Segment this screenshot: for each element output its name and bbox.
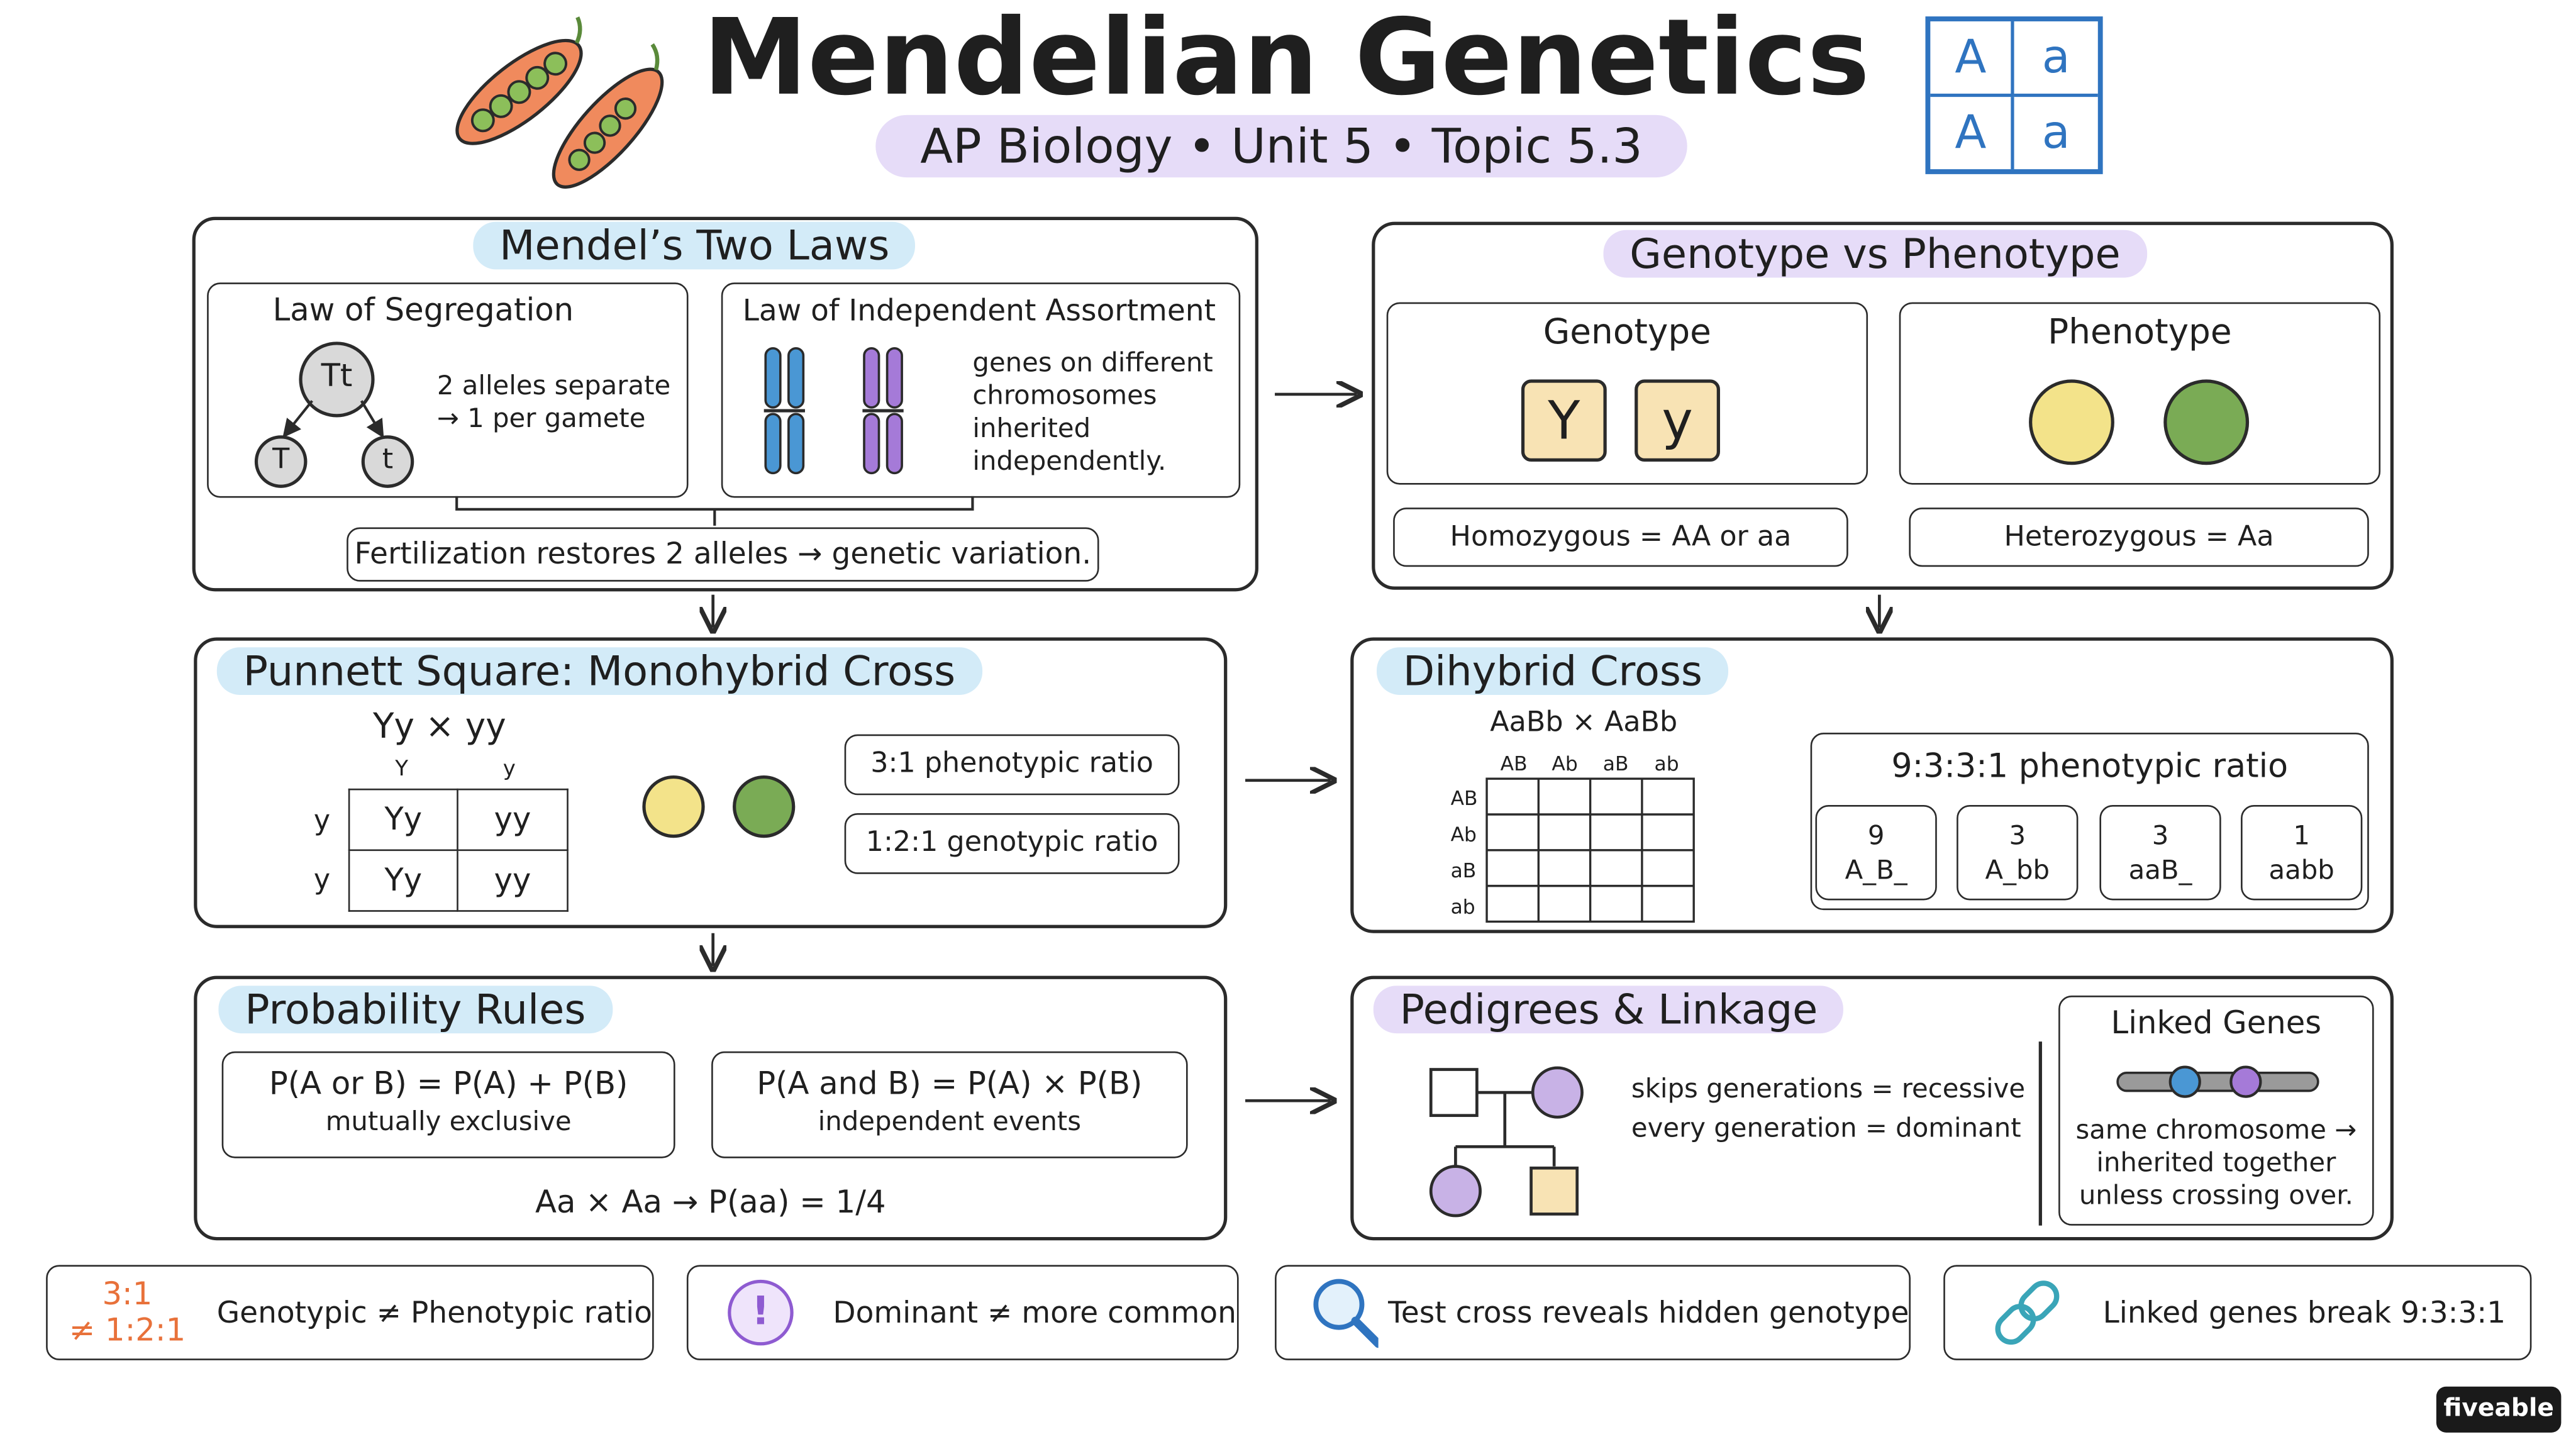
pedigree-dominant-text: every generation = dominant bbox=[1631, 1112, 2021, 1144]
parent-allele-label: Tt bbox=[321, 358, 353, 394]
punnett-col-header: y bbox=[502, 757, 516, 782]
assortment-title: Law of Independent Assortment bbox=[742, 294, 1216, 329]
allele-tile-recessive: y bbox=[1635, 379, 1720, 462]
allele-tile: A bbox=[1930, 97, 2014, 170]
punnett-cell: yy bbox=[457, 788, 569, 852]
exclamation-icon: ! bbox=[728, 1279, 794, 1346]
brand-badge: fiveable bbox=[2436, 1386, 2562, 1433]
green-pea-icon bbox=[733, 775, 796, 838]
tip-card-linked: Linked genes break 9:3:3:1 bbox=[1943, 1265, 2532, 1360]
dihybrid-punnett-square bbox=[1485, 777, 1695, 923]
page-subtitle: AP Biology • Unit 5 • Topic 5.3 bbox=[920, 118, 1643, 174]
punnett-cell: Yy bbox=[348, 788, 458, 852]
pedigree-chart-icon bbox=[1429, 1066, 1584, 1218]
dihybrid-title: Dihybrid Cross bbox=[1377, 642, 1729, 701]
pea-pod-icon bbox=[455, 16, 664, 189]
ratio-badge: 3:1 ≠ 1:2:1 bbox=[69, 1276, 186, 1349]
allele-tile-dominant: Y bbox=[1521, 379, 1607, 462]
phenotype-card bbox=[1899, 302, 2381, 485]
chromosome-icon bbox=[763, 347, 904, 475]
segregation-title: Law of Segregation bbox=[272, 292, 574, 329]
segregation-arrows bbox=[282, 400, 384, 438]
geno-pheno-title: Genotype vs Phenotype bbox=[1603, 225, 2147, 284]
allele-grid-icon: A a A a bbox=[1925, 16, 2103, 174]
tip-card-dominant: ! Dominant ≠ more common bbox=[686, 1265, 1239, 1360]
tip-card-ratio: 3:1 ≠ 1:2:1 Genotypic ≠ Phenotypic ratio bbox=[46, 1265, 654, 1360]
subtitle-highlight bbox=[875, 114, 1687, 178]
gamete-circle bbox=[361, 435, 414, 488]
or-rule-card: P(A or B) = P(A) + P(B) mutually exclusi… bbox=[221, 1051, 675, 1158]
monohybrid-title: Punnett Square: Monohybrid Cross bbox=[216, 642, 982, 701]
homozygous-box: Homozygous = AA or aa bbox=[1393, 508, 1848, 567]
assortment-text: genes on different chromosomes inherited… bbox=[972, 347, 1213, 477]
chain-link-icon bbox=[1995, 1280, 2060, 1345]
dihybrid-row-header: Ab bbox=[1450, 823, 1477, 847]
page-title: Mendelian Genetics bbox=[702, 0, 1870, 120]
yellow-pea-icon bbox=[642, 775, 705, 838]
dihybrid-row-header: ab bbox=[1450, 895, 1475, 919]
pedigree-title: Pedigrees & Linkage bbox=[1373, 980, 1845, 1040]
dihybrid-col-header: ab bbox=[1654, 752, 1679, 775]
dihybrid-col-header: Ab bbox=[1552, 752, 1578, 775]
probability-title: Probability Rules bbox=[218, 980, 613, 1040]
gamete-label: t bbox=[382, 443, 394, 477]
genotypic-ratio-box: 1:2:1 genotypic ratio bbox=[844, 813, 1180, 874]
tip-text: Dominant ≠ more common bbox=[833, 1295, 1236, 1330]
gamete-label: T bbox=[272, 443, 290, 477]
allele-tile: a bbox=[2014, 21, 2098, 97]
linked-genes-card bbox=[2058, 995, 2374, 1226]
monohybrid-punnett-square: Yy yy Yy yy bbox=[348, 788, 569, 912]
segregation-text: 2 alleles separate bbox=[436, 369, 671, 401]
segregation-text: → 1 per gamete bbox=[436, 402, 646, 434]
tip-card-test-cross: Test cross reveals hidden genotype bbox=[1275, 1265, 1911, 1360]
phenotypic-ratio-box: 3:1 phenotypic ratio bbox=[844, 734, 1180, 796]
fertilization-note: Fertilization restores 2 alleles → genet… bbox=[347, 527, 1099, 582]
green-pea-icon bbox=[2163, 379, 2250, 465]
dihybrid-col-header: aB bbox=[1602, 752, 1629, 775]
phenotype-label: Phenotype bbox=[2048, 312, 2232, 352]
gamete-circle bbox=[254, 435, 308, 488]
dihybrid-row-header: AB bbox=[1450, 787, 1478, 810]
dihybrid-row-header: aB bbox=[1450, 859, 1477, 882]
linked-chromosome-icon bbox=[2116, 1065, 2319, 1098]
monohybrid-cross: Yy × yy bbox=[372, 706, 506, 746]
probability-example: Aa × Aa → P(aa) = 1/4 bbox=[535, 1184, 886, 1221]
pedigree-divider bbox=[2038, 1041, 2041, 1226]
pedigree-recessive-text: skips generations = recessive bbox=[1631, 1072, 2026, 1104]
linked-genes-text: same chromosome → inherited together unl… bbox=[2075, 1114, 2357, 1211]
assortment-card bbox=[721, 282, 1241, 498]
allele-tile: A bbox=[1930, 21, 2014, 97]
dihybrid-cross: AaBb × AaBb bbox=[1490, 706, 1678, 740]
punnett-row-header: y bbox=[313, 804, 331, 838]
linked-genes-title: Linked Genes bbox=[2111, 1005, 2322, 1042]
tip-text: Linked genes break 9:3:3:1 bbox=[2102, 1295, 2506, 1330]
genotype-label: Genotype bbox=[1543, 312, 1711, 352]
and-rule-card: P(A and B) = P(A) × P(B) independent eve… bbox=[711, 1051, 1188, 1158]
dihybrid-col-header: AB bbox=[1500, 752, 1528, 775]
heterozygous-box: Heterozygous = Aa bbox=[1909, 508, 2369, 567]
punnett-col-header: Y bbox=[395, 757, 409, 782]
yellow-pea-icon bbox=[2029, 379, 2114, 465]
tip-text: Test cross reveals hidden genotype bbox=[1388, 1295, 1909, 1330]
parent-allele-circle bbox=[299, 341, 375, 418]
laws-title: Mendel’s Two Laws bbox=[473, 217, 916, 276]
punnett-cell: Yy bbox=[348, 849, 458, 912]
allele-tile: a bbox=[2041, 105, 2070, 160]
genotype-card bbox=[1386, 302, 1868, 485]
tip-text: Genotypic ≠ Phenotypic ratio bbox=[216, 1295, 653, 1330]
magnifier-icon bbox=[1313, 1279, 1379, 1348]
merge-bracket bbox=[455, 496, 974, 526]
punnett-row-header: y bbox=[313, 864, 331, 897]
punnett-cell: yy bbox=[457, 849, 569, 912]
dihybrid-ratio-title: 9:3:3:1 phenotypic ratio bbox=[1891, 745, 2289, 786]
